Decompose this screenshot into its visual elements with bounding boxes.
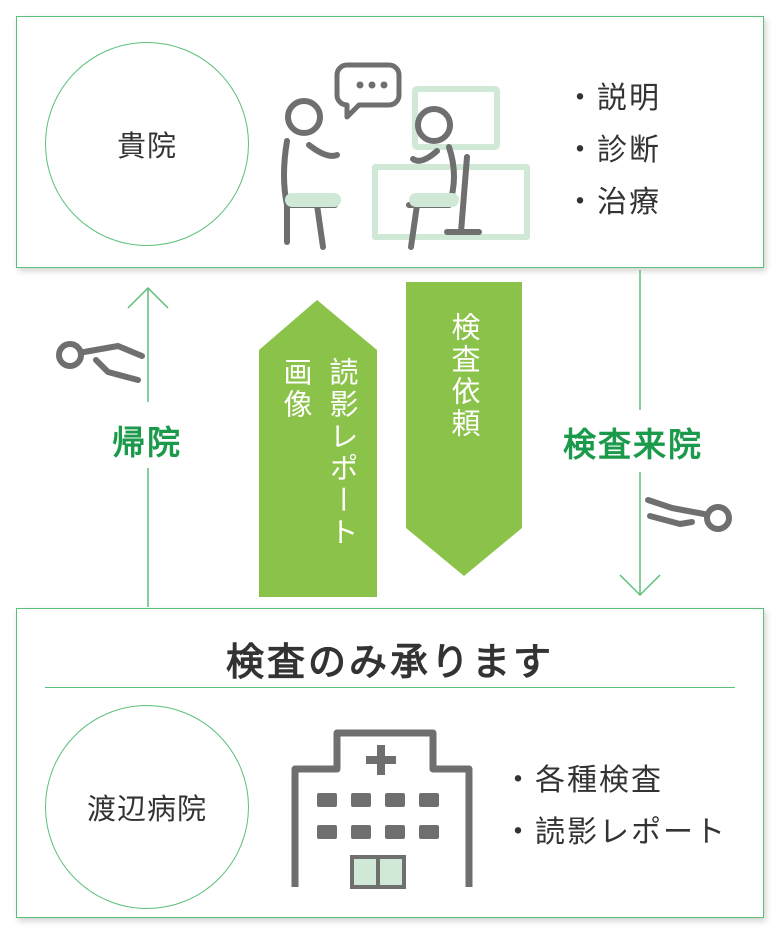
hospital-services: 各種検査 読影レポート: [503, 755, 727, 859]
consultation-icon: [281, 62, 530, 250]
service-item: 各種検査: [503, 755, 727, 807]
patient-lying-icon: [645, 497, 732, 532]
return-visit-label: 帰院: [112, 423, 182, 462]
report-arrow-label-col2: 読影レポート: [325, 357, 359, 549]
hospital-building-icon: [291, 729, 473, 889]
return-arrowhead: [127, 286, 169, 309]
referring-clinic-panel: 貴院: [16, 16, 764, 268]
hospital-panel: 検査のみ承ります 渡辺病院 各種検査 読影レポート: [16, 608, 764, 918]
exam-visit-label: 検査来院: [563, 425, 703, 464]
service-item: 治療: [565, 177, 661, 229]
patient-lying-icon: [56, 341, 145, 383]
hospital-panel-title: 検査のみ承ります: [225, 640, 554, 684]
report-arrow-label-col1: 画像: [279, 357, 313, 421]
request-arrow-shape: [406, 282, 522, 576]
report-arrow-shape: [259, 300, 377, 597]
referring-clinic-circle: 貴院: [45, 42, 249, 246]
service-item: 読影レポート: [503, 807, 727, 859]
service-item: 説明: [565, 73, 661, 125]
request-arrow-label: 検査依頼: [447, 312, 481, 440]
referring-clinic-services: 説明 診断 治療: [565, 73, 661, 229]
visit-arrowhead: [619, 574, 661, 597]
service-item: 診断: [565, 125, 661, 177]
hospital-label: 渡辺病院: [86, 792, 207, 826]
referring-clinic-label: 貴院: [116, 129, 177, 163]
hospital-circle: 渡辺病院: [45, 705, 249, 909]
title-divider: [45, 687, 735, 688]
